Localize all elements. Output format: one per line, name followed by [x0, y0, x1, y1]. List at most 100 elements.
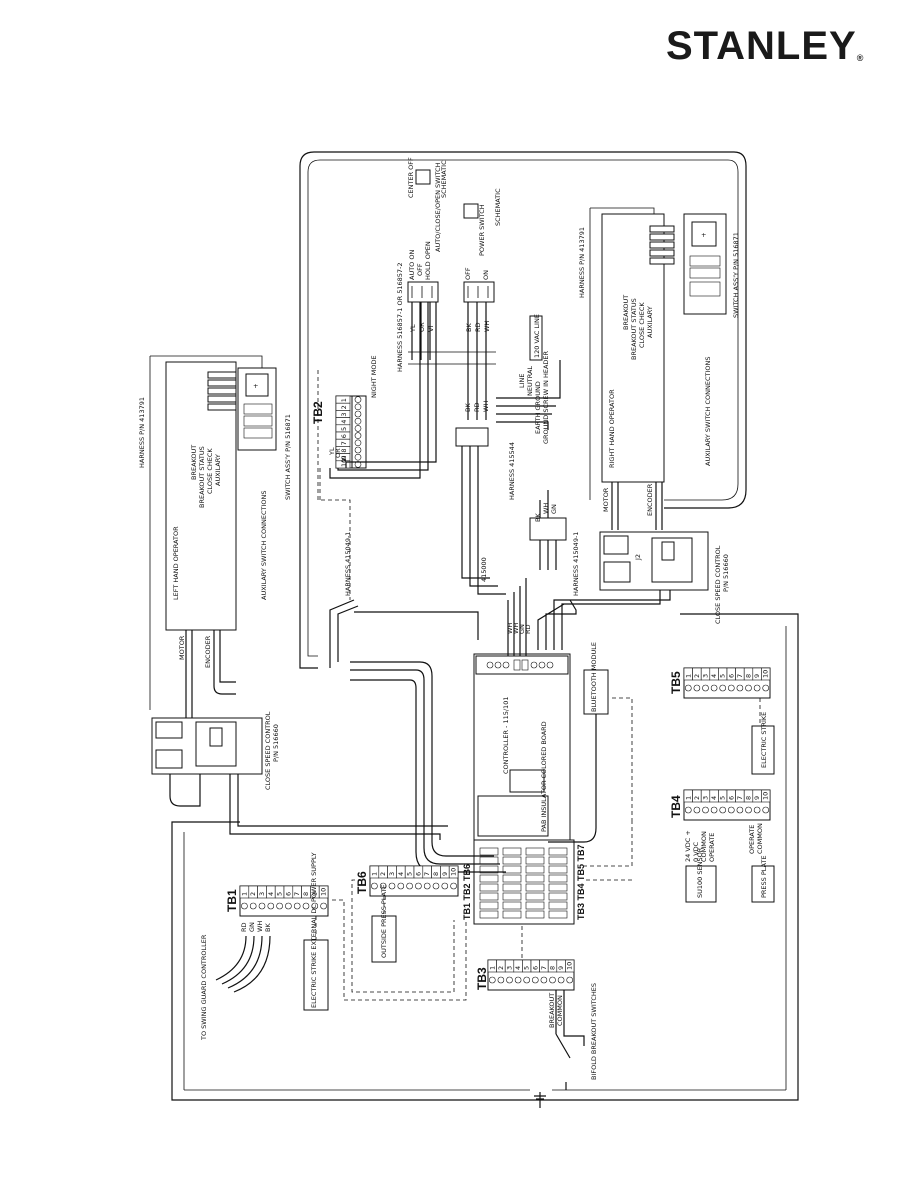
terminal-number: 5	[523, 966, 531, 970]
terminal-number: 6	[727, 796, 735, 800]
board-terminal	[548, 865, 568, 874]
board-terminal	[548, 874, 568, 883]
tb6-label: TB6	[355, 871, 369, 894]
terminal-number: 10	[762, 670, 770, 678]
terminal-screw	[745, 806, 752, 814]
left-switch-assy-label: SWITCH ASS'Y P/N 516871	[284, 414, 292, 500]
left-aux-connections: AUXILARY SWITCH CONNECTIONS	[260, 491, 268, 601]
terminal-screw	[736, 684, 744, 692]
terminal-screw	[684, 806, 692, 814]
power-wire-wh: WH	[483, 321, 491, 332]
tb1-wire-gn: GN	[248, 922, 256, 932]
terminal-screw	[488, 976, 496, 984]
board-terminal	[479, 847, 499, 856]
stanley-logo: STANLEY®	[666, 26, 864, 66]
tb3-term-common: COMMON	[556, 995, 564, 1026]
left-motor-wire	[185, 630, 193, 722]
power-switch[interactable]: OFF ON POWER SWITCH BK RD WH	[463, 204, 495, 332]
right-motor-label: MOTOR	[602, 487, 610, 512]
terminal-number: 3	[340, 412, 348, 416]
tb4-label: TB4	[669, 795, 683, 818]
terminal-screw	[514, 976, 522, 984]
terminal-screw	[557, 976, 565, 984]
left-speed-label: CLOSE SPEED CONTROL	[264, 711, 272, 790]
terminal-screw	[354, 410, 362, 418]
tb1-wire-bk: BK	[264, 923, 272, 932]
harness-415000-label: 415000	[480, 557, 488, 582]
left-switch-knob[interactable]	[245, 373, 269, 397]
terminal-number: 7	[736, 674, 744, 678]
controller-insulator	[477, 795, 549, 837]
terminal-number: 6	[284, 892, 292, 896]
terminal-screw	[432, 882, 440, 890]
terminal-number: 3	[702, 796, 710, 800]
ctrl-wire-4: RD	[524, 624, 532, 634]
right-speed-label: CLOSE SPEED CONTROL	[714, 545, 722, 624]
right-sw-auxilary: AUXILARY	[646, 306, 654, 338]
bluetooth-label: BLUETOOTH MODULE	[590, 642, 598, 712]
terminal-screw	[354, 396, 362, 403]
tb4-term-24vdc: 24 VDC +	[684, 830, 692, 862]
tb2-wires	[329, 300, 437, 479]
left-encoder-wire	[213, 630, 236, 695]
terminal-number: 1	[684, 674, 692, 678]
left-harness-label: HARNESS P/N 413791	[138, 397, 146, 468]
pwr-wire-rd: RD	[473, 402, 481, 412]
harness-415049-right: HARNESS 415049-1	[572, 532, 580, 596]
terminal-number: 8	[302, 892, 310, 896]
right-motor-wire	[611, 482, 619, 530]
ground-loop-inner	[183, 626, 787, 1091]
tb6-press-plate	[371, 915, 397, 963]
power-connector-wires	[539, 490, 557, 570]
auto-close-open-switch[interactable]: AUTO ON OFF HOLD OPEN AUTO/CLOSE/OPEN SW…	[407, 162, 442, 333]
terminal-screw	[302, 902, 310, 910]
board-terminal	[548, 847, 568, 856]
board-terminal	[525, 847, 545, 856]
terminal-number: 1	[684, 796, 692, 800]
left-switch-stack	[207, 371, 237, 411]
tb2-wire-yl: YL	[328, 447, 336, 456]
power-schematic	[463, 203, 479, 219]
board-terminal	[525, 901, 545, 910]
board-terminal	[548, 901, 568, 910]
controller-label-box	[509, 769, 545, 793]
terminal-cell	[761, 789, 771, 803]
power-wire-bk: BK	[465, 323, 473, 332]
left-operator-title: LEFT HAND OPERATOR	[172, 526, 180, 600]
board-terminal	[502, 883, 522, 892]
right-encoder-label: ENCODER	[646, 483, 654, 516]
left-harness-dashed	[317, 370, 351, 600]
terminal-screw	[727, 806, 735, 814]
auto-switch-label: AUTO/CLOSE/OPEN SWITCH	[434, 162, 442, 252]
tb4-term-0vdc: 0 VDC	[692, 841, 700, 862]
terminal-number: 2	[693, 796, 701, 800]
terminal-screw	[241, 902, 248, 910]
board-tb-labels-bot: TB3 TB4 TB5 TB7	[576, 844, 586, 920]
terminal-number: 1	[488, 966, 496, 970]
terminal-cell	[335, 460, 351, 469]
terminal-board-cells	[479, 847, 568, 919]
board-terminal	[502, 910, 522, 919]
left-switch-plus: +	[253, 382, 258, 390]
right-switch-knob[interactable]	[691, 221, 717, 247]
power-pos-on: ON	[482, 270, 490, 280]
tb3-bifold-label: BIFOLD BREAKOUT SWITCHES	[590, 983, 598, 1080]
power-wire-rd: RD	[474, 322, 482, 332]
board-terminal	[502, 874, 522, 883]
power-schematic-label: SCHEMATIC	[494, 188, 502, 226]
terminal-screw	[762, 684, 770, 692]
tb4-sensor-label: SU100 SENSOR	[696, 847, 704, 898]
tb4-dashed	[584, 820, 633, 881]
registered-mark: ®	[856, 53, 865, 63]
terminal-screw	[719, 684, 727, 692]
terminal-screw	[710, 806, 718, 814]
terminal-number: 5	[340, 427, 348, 431]
ctrl-power-wires	[507, 578, 527, 656]
terminal-cell	[318, 885, 329, 899]
terminal-number: 8	[745, 796, 753, 800]
